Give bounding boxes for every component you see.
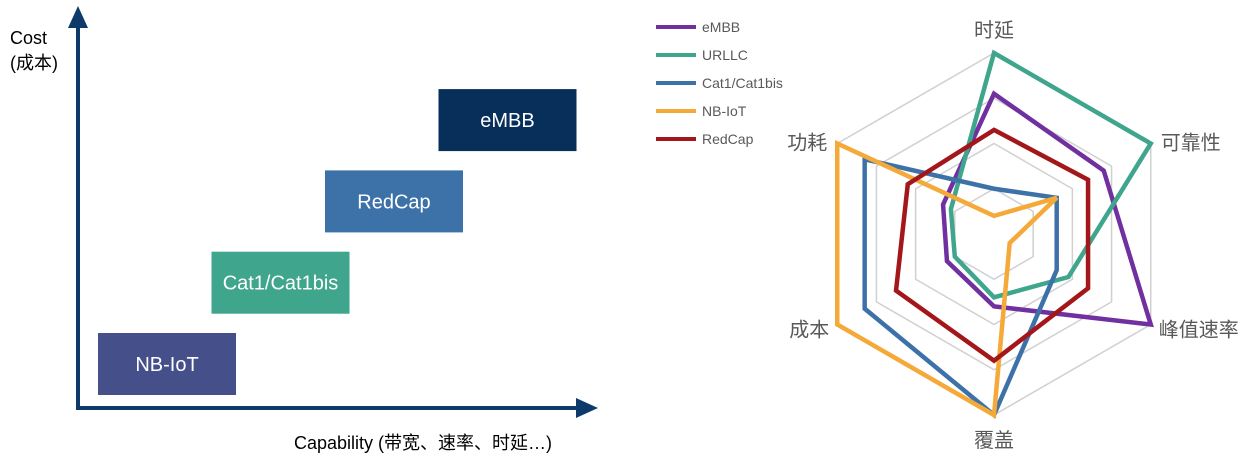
radar-axis-label: 时延: [974, 19, 1014, 42]
radar-grid-ring: [954, 187, 1034, 281]
series-line-redcap: [893, 127, 1091, 364]
series-line-urllc: [948, 49, 1154, 300]
cost-capability-svg: Cost (成本) Capability (带宽、速率、时延…) NB-IoT C…: [10, 6, 598, 453]
x-axis-arrow: [576, 398, 598, 418]
box-label-redcap: RedCap: [357, 191, 430, 213]
legend-label-nb-iot: NB-IoT: [702, 103, 747, 119]
box-cat1-cat1bis: [211, 251, 350, 314]
legend-label-redcap: RedCap: [702, 131, 754, 147]
legend-label-urllc: URLLC: [702, 47, 748, 63]
box-label-nb-iot: NB-IoT: [135, 354, 198, 376]
legend-label-embb: eMBB: [702, 19, 740, 35]
radar-grid-ring: [875, 97, 1113, 371]
y-axis-label-line2: (成本): [10, 53, 58, 73]
series-line-nb-iot: [834, 139, 1059, 419]
x-axis-label: Capability (带宽、速率、时延…): [294, 433, 552, 453]
legend-label-cat1-cat1bis: Cat1/Cat1bis: [702, 75, 783, 91]
radar-axis-label: 成本: [789, 319, 829, 342]
y-axis-arrow: [68, 6, 88, 28]
box-label-embb: eMBB: [480, 110, 534, 132]
cost-capability-chart: Cost (成本) Capability (带宽、速率、时延…) NB-IoT C…: [0, 0, 620, 460]
radar-axis-label: 功耗: [787, 132, 827, 155]
tech-boxes: NB-IoT Cat1/Cat1bis RedCap eMBB: [98, 89, 577, 395]
y-axis-label-line1: Cost: [10, 28, 47, 48]
radar-series: [834, 49, 1154, 419]
series-line-embb: [940, 90, 1154, 328]
box-embb: [438, 89, 577, 152]
box-nb-iot: [98, 333, 236, 395]
box-label-cat1-cat1bis: Cat1/Cat1bis: [223, 273, 339, 295]
radar-axis-label: 峰值速率: [1159, 319, 1239, 342]
radar-axis-label: 覆盖: [974, 429, 1014, 452]
radar-axis-label: 可靠性: [1161, 132, 1221, 155]
box-redcap: [325, 170, 463, 233]
radar-grid-ring: [914, 142, 1074, 326]
